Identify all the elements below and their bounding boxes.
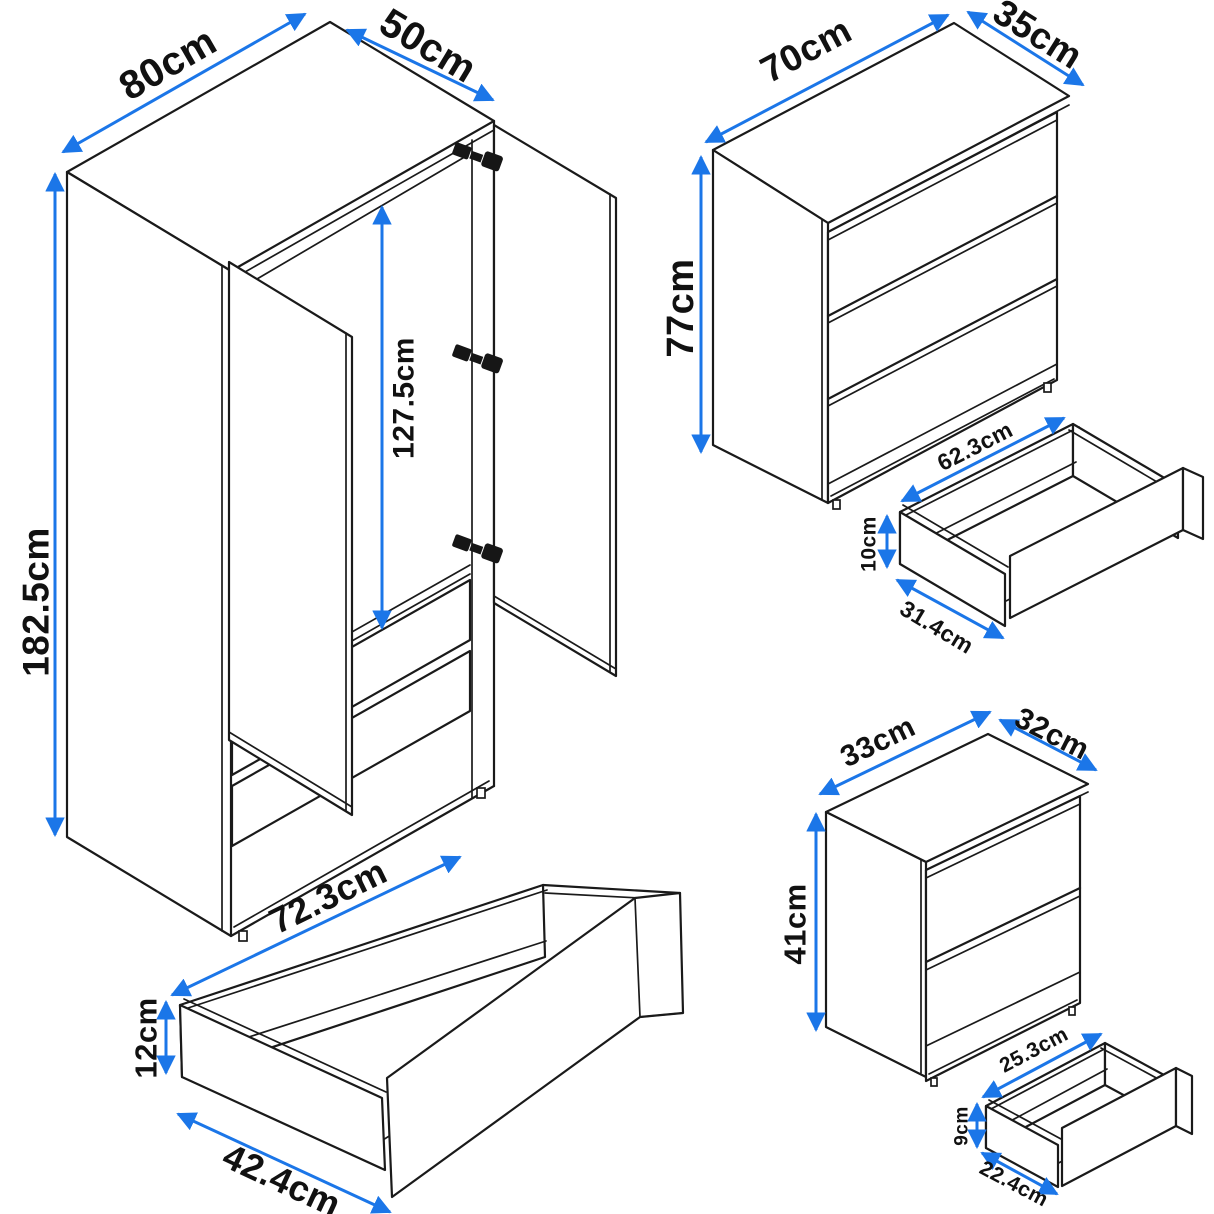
wardrobe-height-label: 182.5cm: [16, 527, 57, 677]
chest-width-arrow: [704, 13, 950, 144]
chest-depth-arrow: [966, 10, 1085, 87]
wardrobe-drawer-height-label: 12cm: [129, 997, 164, 1078]
wardrobe-left-door: [227, 260, 354, 817]
bedside-drawer-height-label: 9cm: [952, 1106, 973, 1146]
wardrobe-diagram: 80cm 50cm 182.5cm 127.5cm: [16, 0, 618, 942]
wardrobe-drawer-depth-arrow: [176, 1112, 392, 1214]
wardrobe-interior-height-label: 127.5cm: [388, 337, 421, 459]
hinge-icon: [452, 344, 503, 374]
bedside-front: [924, 794, 1082, 1083]
bedside-drawer-depth-arrow: [980, 1151, 1059, 1196]
chest-drawer-depth-arrow: [895, 578, 1005, 640]
wardrobe-drawer-width-arrow: [170, 855, 462, 997]
bedside-drawer-width-arrow: [981, 1032, 1103, 1099]
wardrobe-left-side-panel: [65, 170, 233, 938]
chest-drawer-height-label: 10cm: [858, 516, 881, 572]
bedside-drawer-diagram: 25.3cm 9cm 22.4cm: [952, 1022, 1194, 1212]
chest-drawer-width-arrow: [900, 416, 1066, 503]
wardrobe-right-door: [492, 123, 618, 678]
wardrobe-depth-arrow: [345, 28, 495, 102]
bedside-height-label: 41cm: [778, 883, 813, 964]
hinge-icon: [452, 534, 503, 564]
chest-drawer-depth-label: 31.4cm: [896, 595, 979, 659]
wardrobe-drawer-width-label: 72.3cm: [263, 850, 393, 942]
wardrobe-drawer-depth-label: 42.4cm: [217, 1135, 348, 1214]
wardrobe-width-arrow: [61, 12, 307, 154]
hinge-icon: [452, 142, 503, 172]
chest-of-drawers-diagram: 70cm 35cm 77cm: [660, 0, 1090, 510]
bedside-depth-arrow: [998, 718, 1098, 772]
bedside-width-arrow: [818, 710, 992, 796]
chest-drawer-diagram: 62.3cm 10cm 31.4cm: [858, 416, 1205, 659]
bedside-drawer-fronts: [924, 803, 1082, 1075]
chest-width-label: 70cm: [754, 9, 859, 91]
chest-height-label: 77cm: [660, 258, 702, 357]
